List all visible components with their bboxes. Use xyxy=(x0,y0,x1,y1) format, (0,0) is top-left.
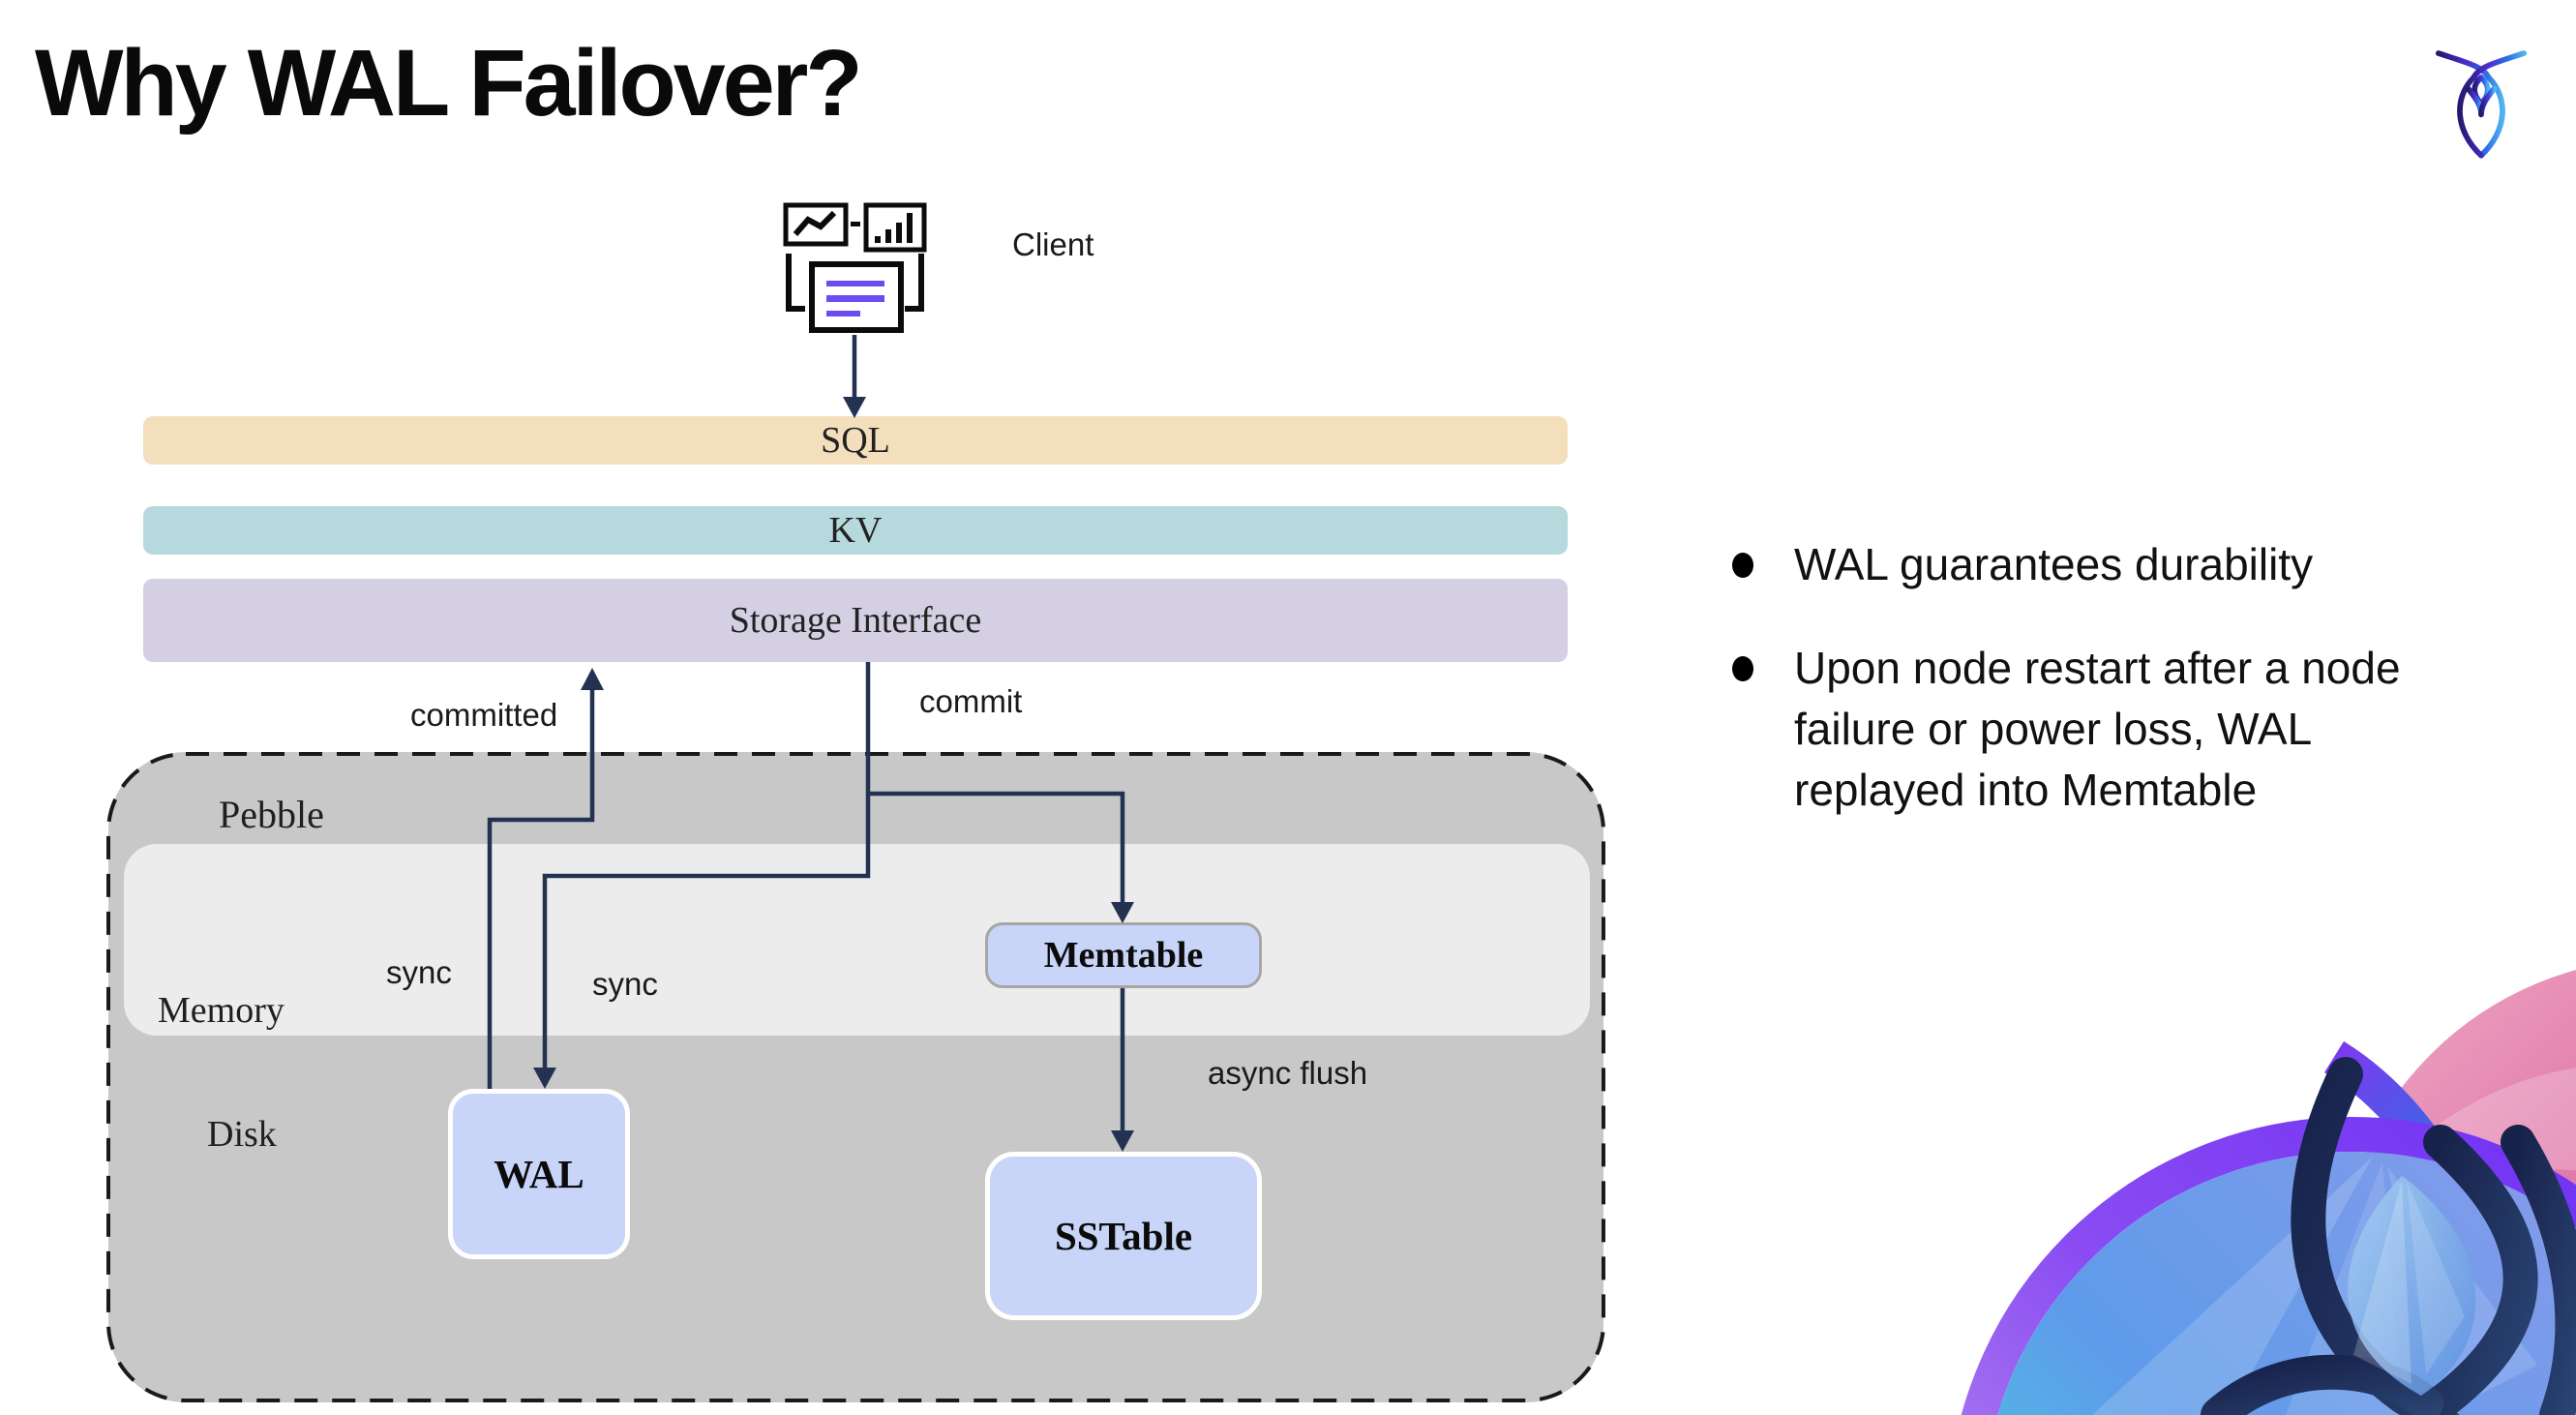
bullet-dot xyxy=(1732,656,1753,681)
client-icon xyxy=(783,202,927,333)
edge-label-commit: commit xyxy=(919,683,1023,719)
sphere-rim xyxy=(1961,1117,2576,1415)
memtable-node: Memtable xyxy=(985,922,1262,988)
layer-bar-storage-interface: Storage Interface xyxy=(143,579,1568,662)
memtable-node-label: Memtable xyxy=(1043,935,1204,976)
layer-bar-sql-label: SQL xyxy=(821,420,890,461)
wal-node-label: WAL xyxy=(494,1152,584,1196)
giant-roach-leaf xyxy=(2348,1176,2476,1396)
sstable-node-label: SSTable xyxy=(1054,1214,1193,1258)
sphere-petals xyxy=(2092,1157,2537,1415)
layer-bar-storage-label: Storage Interface xyxy=(729,600,982,641)
layer-bar-kv-label: KV xyxy=(828,510,883,551)
chart-bars-icon xyxy=(863,202,927,253)
wal-node: WAL xyxy=(448,1089,630,1259)
giant-roach-outline xyxy=(2201,1057,2576,1415)
memory-label: Memory xyxy=(158,990,285,1031)
layer-bar-sql: SQL xyxy=(143,416,1568,465)
page-title: Why WAL Failover? xyxy=(35,30,863,135)
brand-decoration xyxy=(1961,970,2576,1415)
memory-region xyxy=(124,844,1590,1036)
chart-line-icon xyxy=(783,202,849,247)
leaf-sheens xyxy=(2353,1181,2465,1384)
arrowhead-down xyxy=(843,397,866,418)
layer-bar-kv: KV xyxy=(143,506,1568,555)
arrowhead-up xyxy=(581,668,604,690)
bracket-right xyxy=(905,254,924,312)
pink-circle xyxy=(2334,970,2576,1415)
sstable-node: SSTable xyxy=(985,1152,1262,1320)
bullet-list: WAL guarantees durability Upon node rest… xyxy=(1732,534,2487,863)
edge-label-sync-right: sync xyxy=(592,966,658,1002)
pink-sheen xyxy=(2402,1068,2576,1200)
client-label: Client xyxy=(1012,226,1094,262)
dash-connector xyxy=(851,222,860,226)
bullet-item: Upon node restart after a node failure o… xyxy=(1732,638,2487,821)
blue-rim-arc xyxy=(2323,1040,2546,1415)
disk-label: Disk xyxy=(207,1114,277,1155)
bullet-dot xyxy=(1732,553,1753,578)
edge-label-sync-left: sync xyxy=(386,954,452,990)
bracket-left xyxy=(786,254,805,312)
bullet-item: WAL guarantees durability xyxy=(1732,534,2487,595)
edge-label-committed: committed xyxy=(410,697,558,733)
sphere-fill xyxy=(1997,1152,2576,1415)
bullet-text: WAL guarantees durability xyxy=(1794,539,2314,589)
document-icon xyxy=(809,261,904,333)
edge-label-async-flush: async flush xyxy=(1208,1055,1368,1091)
bullet-text: Upon node restart after a node failure o… xyxy=(1794,643,2401,815)
cockroachdb-logo-icon xyxy=(2435,50,2528,159)
pebble-label: Pebble xyxy=(219,793,324,836)
